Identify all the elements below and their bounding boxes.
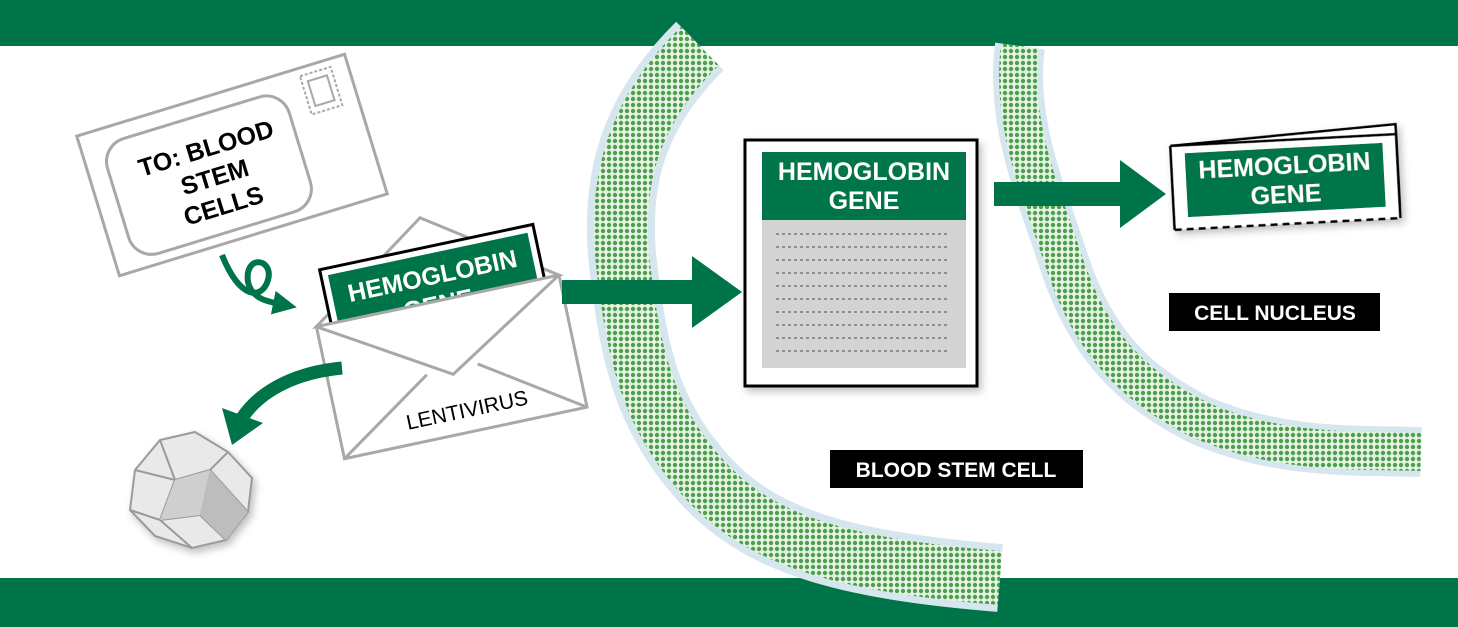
curved-arrow-icon xyxy=(222,361,343,445)
cell-letter: HEMOGLOBIN GENE xyxy=(743,138,979,388)
nucleus-slip-title-line-2: GENE xyxy=(1250,179,1322,211)
postcard: TO: BLOOD STEM CELLS xyxy=(74,52,390,278)
nucleus-slip: HEMOGLOBIN GENE xyxy=(1169,122,1402,232)
cell-nucleus-label: CELL NUCLEUS xyxy=(1169,293,1380,331)
blood-stem-cell-label-text: BLOOD STEM CELL xyxy=(856,459,1057,482)
cell-membrane xyxy=(586,21,1003,612)
arrow-into-cell xyxy=(562,256,742,328)
top-bar xyxy=(0,0,1458,46)
crumpled-paper-icon xyxy=(128,430,254,550)
lentivirus-envelope: HEMOGLOBIN GENE LENTIVIRUS xyxy=(311,215,589,461)
letter-text-lines xyxy=(776,233,950,352)
postage-stamp-icon xyxy=(298,65,344,116)
cell-letter-title-line-1: HEMOGLOBIN xyxy=(778,158,950,186)
arrow-into-nucleus xyxy=(994,160,1166,228)
cell-nucleus-label-text: CELL NUCLEUS xyxy=(1194,302,1356,325)
nuclear-membrane xyxy=(993,42,1422,477)
blood-stem-cell-label: BLOOD STEM CELL xyxy=(830,450,1083,488)
cell-letter-title-line-2: GENE xyxy=(829,187,900,215)
curly-arrow-icon xyxy=(219,253,297,315)
right-gutter xyxy=(1421,46,1458,578)
bottom-bar xyxy=(0,578,1458,627)
